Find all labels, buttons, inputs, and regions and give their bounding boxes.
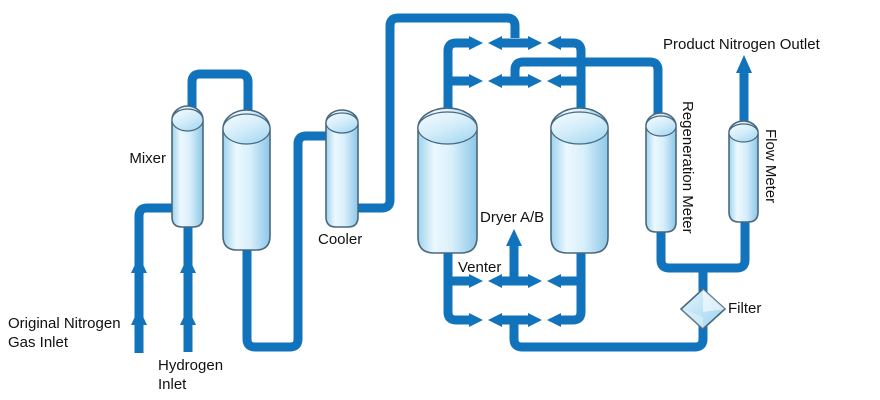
arrow-left-row1-right	[547, 36, 561, 50]
mixer-second-vessel-body	[222, 109, 271, 251]
mixer-vessel	[171, 105, 204, 228]
cooler-vessel-cap	[325, 112, 359, 134]
arrow-right-row3-left	[469, 274, 483, 288]
arrow-right-row2-left	[469, 74, 483, 88]
pipe-bottom-to-filter	[509, 320, 708, 352]
pipe-dryer-b-bottom	[560, 244, 586, 325]
pipe-mixer-to-cooler	[242, 131, 330, 352]
regeneration-meter-vessel-cap	[645, 115, 677, 137]
regeneration-meter-vessel-body	[645, 112, 677, 233]
arrow-left-row2-right	[547, 74, 561, 88]
dryer-a-vessel	[417, 107, 478, 254]
cooler-vessel-body	[325, 109, 359, 228]
dryer-a-vessel-cap	[417, 111, 478, 145]
arrow-left-row1-center	[488, 36, 502, 50]
pipe-dryer-a-bottom	[443, 244, 470, 325]
arrow-up-hydrogen-inlet-2	[180, 256, 196, 273]
arrow-up-nitrogen-inlet-2	[131, 256, 147, 273]
filter-facet-top	[703, 289, 725, 312]
arrow-right-row2-center	[528, 74, 542, 88]
arrow-left-row3-right	[547, 274, 561, 288]
cooler-vessel	[325, 109, 359, 228]
regeneration-meter-vessel	[645, 112, 677, 233]
arrow-up-product-outlet	[736, 55, 752, 73]
arrow-right-row4-left	[469, 313, 483, 327]
pipe-dryer-a-top	[443, 38, 470, 116]
filter-label: Filter	[728, 300, 761, 317]
filter-element	[679, 287, 727, 331]
arrow-right-row1-center	[528, 36, 542, 50]
mixer-label: Mixer	[129, 150, 166, 167]
arrow-left-row4-center	[488, 313, 502, 327]
original-nitrogen-inlet-label-line2: Gas Inlet	[8, 334, 69, 351]
flow-arrows	[131, 36, 752, 327]
venter-label: Venter	[458, 259, 501, 276]
arrow-left-row3-center	[488, 274, 502, 288]
arrow-left-row2-center	[488, 74, 502, 88]
pipe-nitrogen-inlet	[134, 203, 174, 353]
mixer-vessel-body	[171, 105, 204, 228]
pipe-mixer-crossover	[187, 69, 253, 112]
flow-meter-label: Flow Meter	[762, 129, 779, 203]
hydrogen-inlet-label-line1: Hydrogen	[158, 357, 223, 374]
arrow-right-row3-center	[528, 274, 542, 288]
regeneration-meter-label: Regeneration Meter	[679, 101, 696, 234]
arrow-up-hydrogen-inlet-1	[180, 308, 196, 325]
arrow-right-row1-left	[469, 36, 483, 50]
filter-facet-bottom	[681, 309, 703, 329]
arrow-up-venter	[506, 229, 522, 246]
dryer-ab-label: Dryer A/B	[480, 209, 544, 226]
dryer-b-vessel	[550, 107, 609, 254]
pipe-dryer-b-top	[560, 38, 586, 116]
mixer-vessel-cap	[171, 108, 204, 132]
arrow-right-row4-center	[528, 313, 542, 327]
dryer-b-vessel-cap	[550, 111, 609, 145]
product-nitrogen-outlet-label: Product Nitrogen Outlet	[663, 36, 821, 53]
labels: Mixer Cooler Dryer A/B Venter Product Ni…	[8, 36, 821, 393]
cooler-label: Cooler	[318, 231, 362, 248]
flow-meter-vessel-cap	[728, 123, 759, 143]
flow-meter-vessel-body	[728, 120, 759, 223]
hydrogen-inlet-label-line2: Inlet	[158, 376, 187, 393]
pipes	[134, 13, 750, 353]
mixer-second-vessel	[222, 109, 271, 251]
pipe-meters-junction	[656, 218, 750, 273]
arrow-up-nitrogen-inlet-1	[131, 308, 147, 325]
original-nitrogen-inlet-label-line1: Original Nitrogen	[8, 315, 121, 332]
mixer-second-vessel-cap	[222, 113, 271, 145]
pipe-cooler-to-dryers	[356, 13, 520, 213]
arrow-left-row4-right	[547, 313, 561, 327]
pipe-regeneration-feed	[510, 57, 663, 116]
flow-meter-vessel	[728, 120, 759, 223]
